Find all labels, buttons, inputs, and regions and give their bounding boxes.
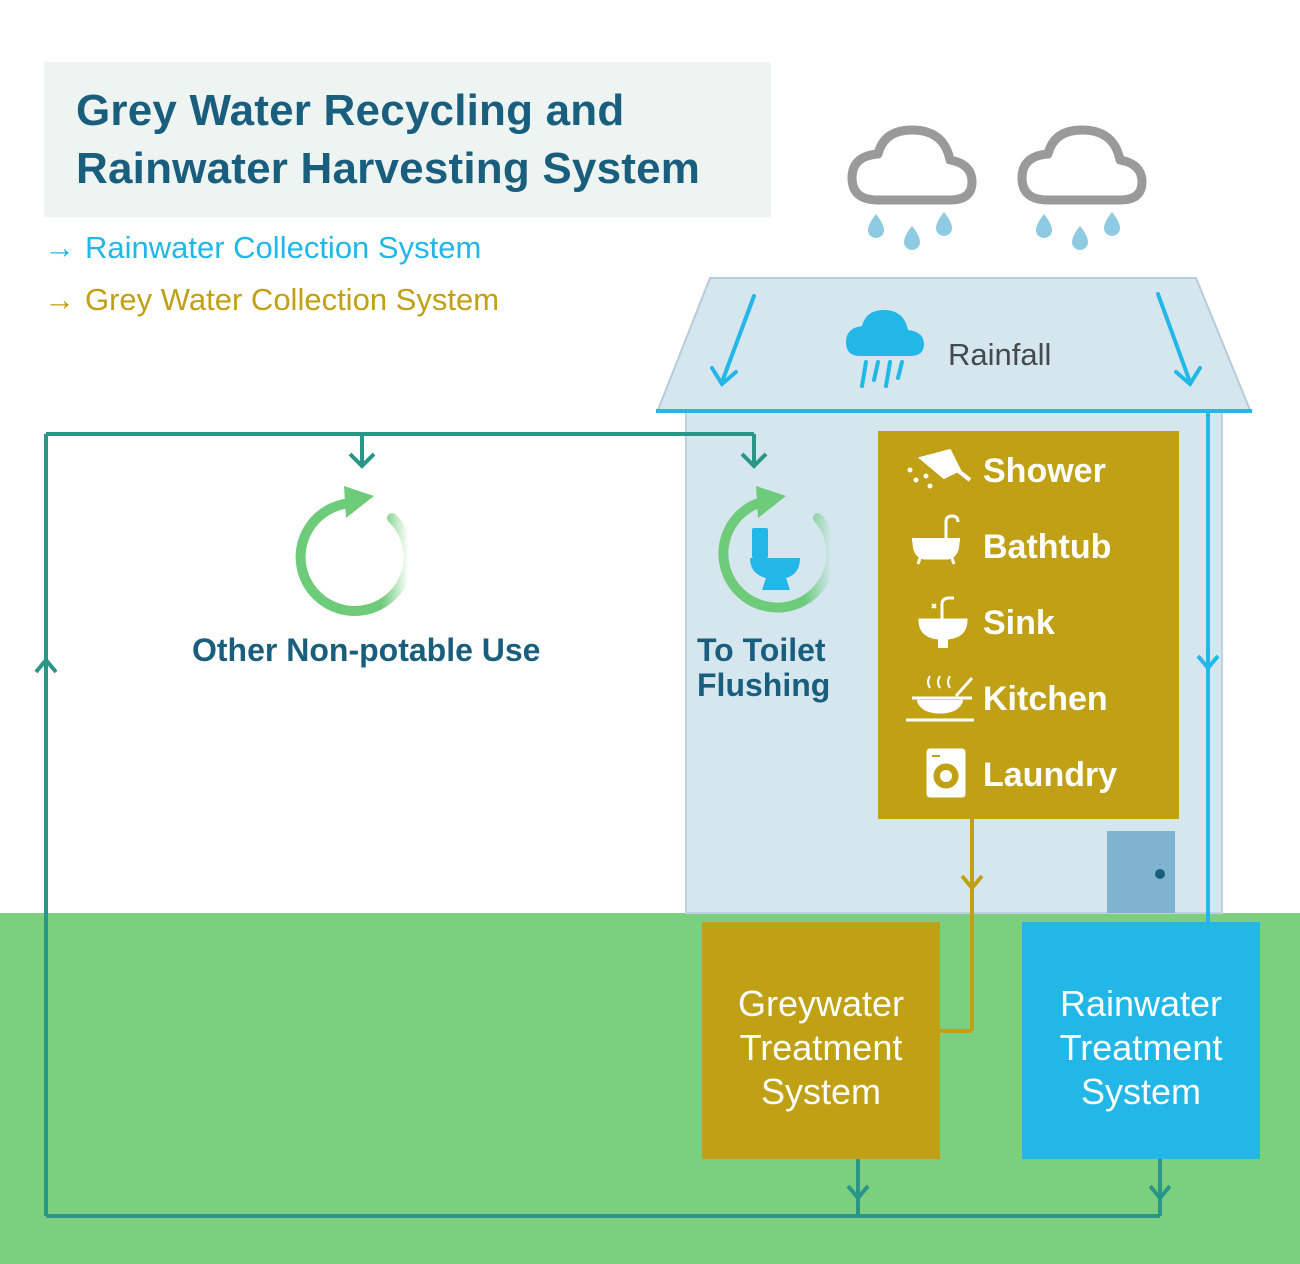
cloud-left-icon xyxy=(847,125,977,205)
washing-machine-icon xyxy=(926,748,966,798)
title-box xyxy=(44,62,771,217)
rainfall-label: Rainfall xyxy=(948,337,1052,372)
source-sink-label: Sink xyxy=(983,604,1055,642)
legend-greywater-label: Grey Water Collection System xyxy=(85,282,500,317)
rainwater-treatment-line-3: System xyxy=(1080,1071,1202,1112)
roof-arrow-left xyxy=(710,294,756,388)
return-pipe xyxy=(34,432,1172,1218)
rainwater-treatment-box xyxy=(1022,922,1260,1159)
toilet-label-line-2: Flushing xyxy=(697,667,831,703)
title-line-2: Rainwater Harvesting System xyxy=(76,144,701,193)
source-kitchen-label: Kitchen xyxy=(983,680,1108,718)
rain-drops-left-icon xyxy=(868,212,952,250)
kitchen-icon xyxy=(906,675,974,722)
cloud-right-icon xyxy=(1017,125,1147,205)
greywater-treatment-line-3: System xyxy=(760,1071,882,1112)
source-shower-label: Shower xyxy=(983,452,1106,490)
door-knob xyxy=(1155,869,1165,879)
rainwater-treatment-line-1: Rainwater xyxy=(1059,983,1223,1024)
legend-rainwater: → Rainwater Collection System xyxy=(44,230,481,266)
other-use-label: Other Non-potable Use xyxy=(192,632,541,668)
bathtub-icon xyxy=(912,514,960,565)
arrow-right-icon: → xyxy=(44,230,75,265)
toilet-label-line-1: To Toilet xyxy=(697,632,826,668)
recycle-icon xyxy=(295,486,414,616)
greywater-pipe xyxy=(940,819,984,1033)
rain-drops-right-icon xyxy=(1036,212,1120,250)
legend-greywater: → Grey Water Collection System xyxy=(44,282,499,318)
source-laundry-label: Laundry xyxy=(983,756,1118,794)
toilet-icon xyxy=(750,528,800,590)
sink-icon xyxy=(918,596,968,648)
rain-downpipe xyxy=(1196,411,1220,922)
greywater-treatment-line-2: Treatment xyxy=(739,1027,903,1068)
greywater-treatment-box xyxy=(702,922,940,1159)
rainwater-treatment-line-2: Treatment xyxy=(1059,1027,1223,1068)
rainwater-treatment-label: Rainwater Treatment System xyxy=(1023,982,1259,1114)
title-line-1: Grey Water Recycling and xyxy=(76,86,625,135)
rain-cloud-icon xyxy=(846,310,924,388)
greywater-treatment-label: Greywater Treatment System xyxy=(703,982,939,1114)
greywater-treatment-line-1: Greywater xyxy=(737,983,905,1024)
door xyxy=(1107,831,1175,913)
roof-arrow-right xyxy=(1156,292,1202,388)
legend-rainwater-label: Rainwater Collection System xyxy=(85,230,482,265)
arrow-right-icon: → xyxy=(44,282,75,317)
toilet-cycle-icon xyxy=(718,486,837,613)
source-bathtub-label: Bathtub xyxy=(983,528,1112,566)
shower-icon xyxy=(907,448,972,489)
